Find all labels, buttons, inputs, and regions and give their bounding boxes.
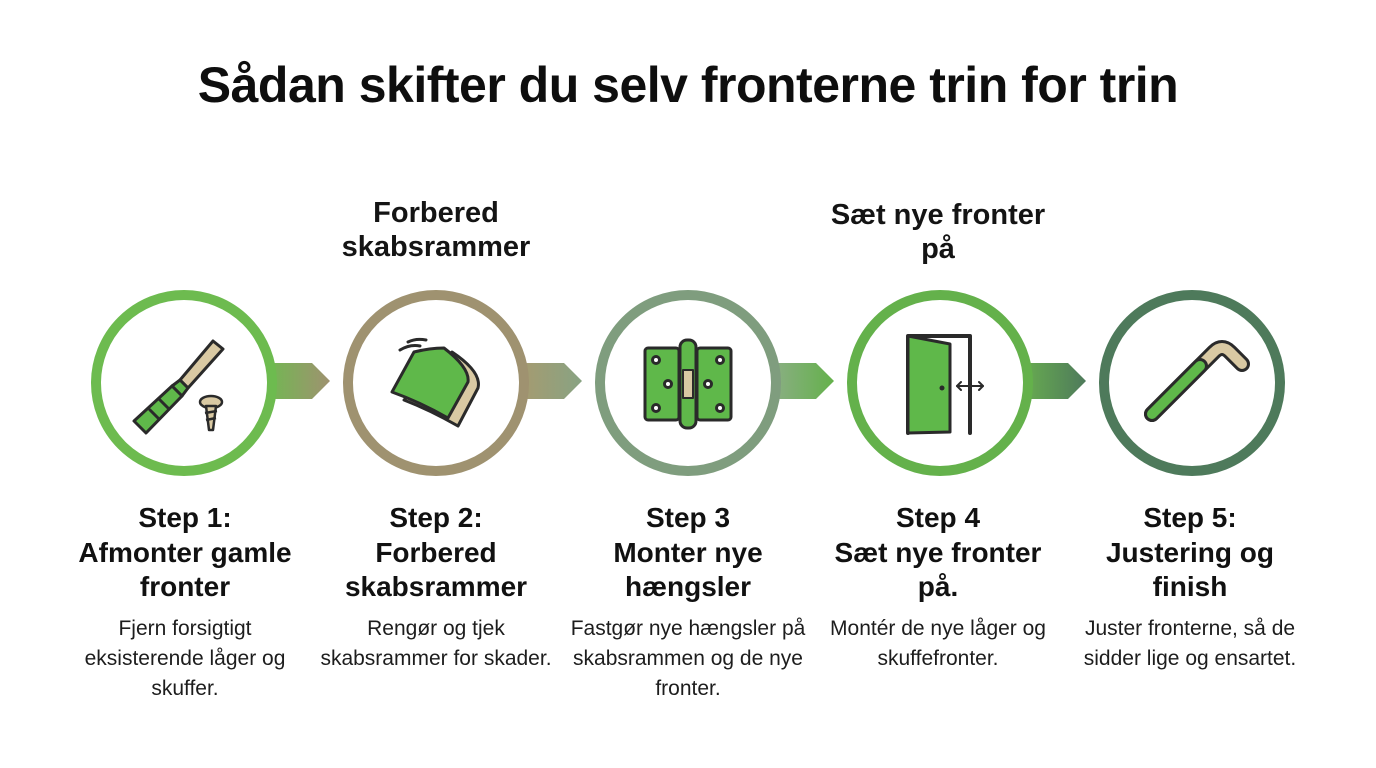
cleaning-cloth-icon bbox=[390, 337, 480, 428]
step-3-title: Step 3 bbox=[645, 502, 731, 533]
connector-arrow-3-4 bbox=[766, 363, 834, 399]
step-1-subtitle: Afmonter gamle fronter bbox=[78, 537, 292, 602]
allen-key-icon bbox=[1144, 340, 1250, 422]
step-4-subtitle: Sæt nye fronter på. bbox=[834, 537, 1042, 602]
page-title: Sådan skifter du selv fronterne trin for… bbox=[197, 57, 1179, 113]
step-2-description: Rengør og tjek skabsrammer for skader. bbox=[320, 617, 552, 670]
screwdriver-icon bbox=[132, 339, 225, 435]
step-5-subtitle: Justering og finish bbox=[1105, 537, 1274, 602]
step-4-title: Step 4 bbox=[895, 502, 981, 533]
step-1-description: Fjern forsigtigt eksisterende låger og s… bbox=[84, 617, 286, 700]
step-5-title: Step 5: bbox=[1143, 502, 1237, 533]
step-1-title: Step 1: bbox=[138, 502, 232, 533]
step-5-text: Step 5: Justering og finish Juster front… bbox=[1065, 500, 1315, 674]
step-4-text: Step 4 Sæt nye fronter på. Montér de nye… bbox=[813, 500, 1063, 674]
step-2-subtitle: Forbered skabsrammer bbox=[344, 537, 528, 602]
step-5-description: Juster fronterne, så de sidder lige og e… bbox=[1083, 617, 1297, 670]
step-2-title: Step 2: bbox=[389, 502, 483, 533]
top-label-step-4: Sæt nye fronter på bbox=[830, 199, 1046, 265]
step-3-subtitle: Monter nye hængsler bbox=[613, 537, 763, 602]
open-door-icon bbox=[906, 334, 984, 435]
step-3-text: Step 3 Monter nye hængsler Fastgør nye h… bbox=[563, 500, 813, 704]
step-1-text: Step 1: Afmonter gamle fronter Fjern for… bbox=[60, 500, 310, 704]
hinge-icon bbox=[643, 338, 733, 430]
step-3-description: Fastgør nye hængsler på skabsrammen og d… bbox=[570, 617, 806, 700]
connector-arrow-2-3 bbox=[514, 363, 582, 399]
connector-arrow-4-5 bbox=[1018, 363, 1086, 399]
connector-arrow-1-2 bbox=[262, 363, 330, 399]
top-label-step-2: Forbered skabsrammer bbox=[341, 197, 531, 263]
step-2-text: Step 2: Forbered skabsrammer Rengør og t… bbox=[311, 500, 561, 674]
screw-icon bbox=[198, 394, 224, 432]
step-4-description: Montér de nye låger og skuffefronter. bbox=[830, 617, 1046, 670]
